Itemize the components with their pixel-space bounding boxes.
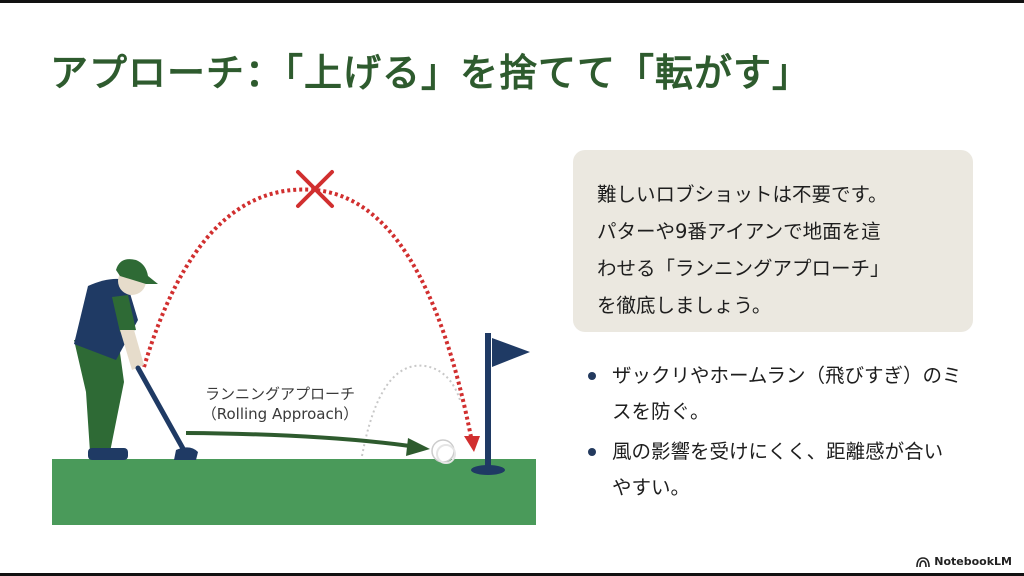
bullet-item: ザックリやホームラン（飛びすぎ）のミスを防ぐ。	[588, 358, 988, 430]
bullet-dot-icon	[588, 448, 596, 456]
bullet-text: ザックリやホームラン（飛びすぎ）のミスを防ぐ。	[612, 364, 962, 423]
info-line: を徹底しましょう。	[597, 294, 772, 317]
lob-arrowhead-icon	[464, 436, 480, 452]
notebooklm-logo-icon	[916, 556, 931, 567]
bullet-text: 風の影響を受けにくく、距離感が合いやすい。	[612, 440, 944, 499]
bullet-item: 風の影響を受けにくく、距離感が合いやすい。	[588, 434, 988, 506]
ball-icon	[431, 439, 456, 464]
rolling-arrowhead-icon	[406, 438, 430, 456]
approach-illustration: ランニングアプローチ （Rolling Approach）	[40, 160, 550, 530]
top-border	[0, 0, 1024, 3]
bullet-list: ザックリやホームラン（飛びすぎ）のミスを防ぐ。 風の影響を受けにくく、距離感が合…	[588, 358, 988, 510]
slide-title: アプローチ：「上げる」を捨てて「転がす」	[50, 51, 812, 95]
rolling-approach-label: ランニングアプローチ （Rolling Approach）	[190, 384, 370, 424]
label-en: （Rolling Approach）	[201, 405, 359, 423]
brand-label: NotebookLM	[934, 555, 1012, 568]
grass-ground	[52, 459, 536, 525]
brand-watermark: NotebookLM	[916, 555, 1012, 568]
info-line: 難しいロブショットは不要です。	[597, 183, 888, 206]
golfer-icon	[74, 259, 198, 460]
bottom-border	[0, 573, 1024, 576]
flag-icon	[471, 333, 530, 475]
bounce-path	[361, 364, 461, 457]
info-line: わせる「ランニングアプローチ」	[597, 257, 890, 280]
cross-mark-icon	[296, 170, 334, 208]
lob-shot-path	[142, 187, 474, 443]
rolling-arrow	[185, 431, 411, 448]
info-line: パターや9番アイアンで地面を這	[597, 220, 881, 243]
label-jp: ランニングアプローチ	[204, 385, 355, 403]
bullet-dot-icon	[588, 372, 596, 380]
info-box: 難しいロブショットは不要です。 パターや9番アイアンで地面を這 わせる「ランニン…	[573, 150, 973, 332]
